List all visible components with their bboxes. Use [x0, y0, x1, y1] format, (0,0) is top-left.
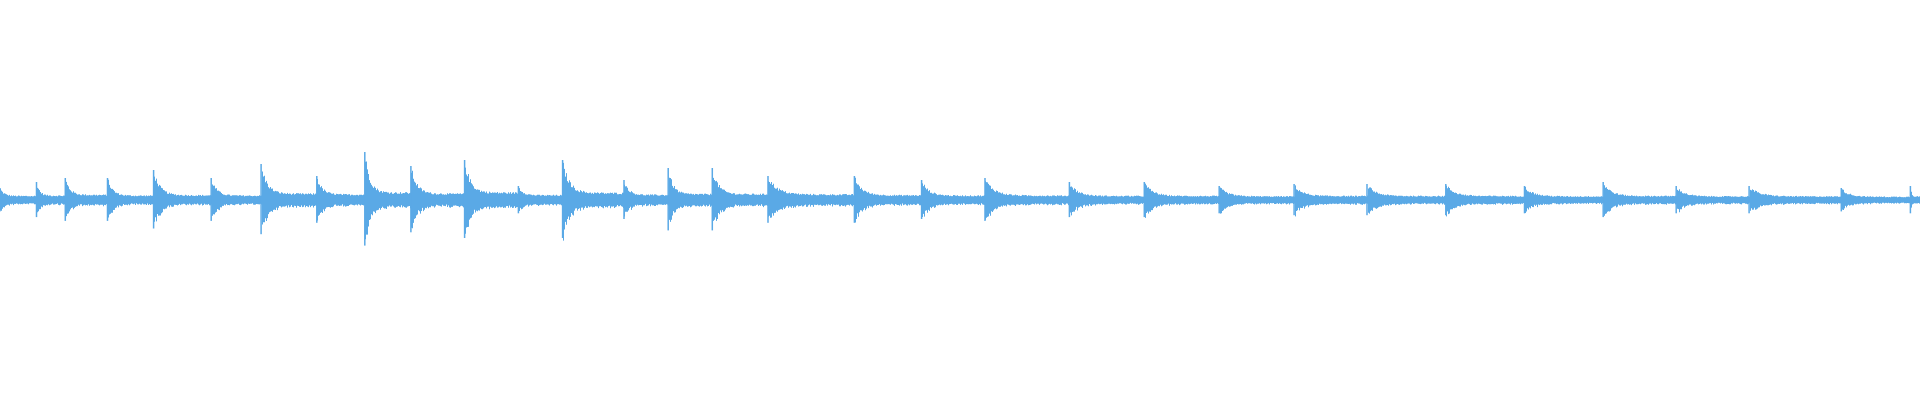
waveform-bars	[0, 152, 1920, 246]
